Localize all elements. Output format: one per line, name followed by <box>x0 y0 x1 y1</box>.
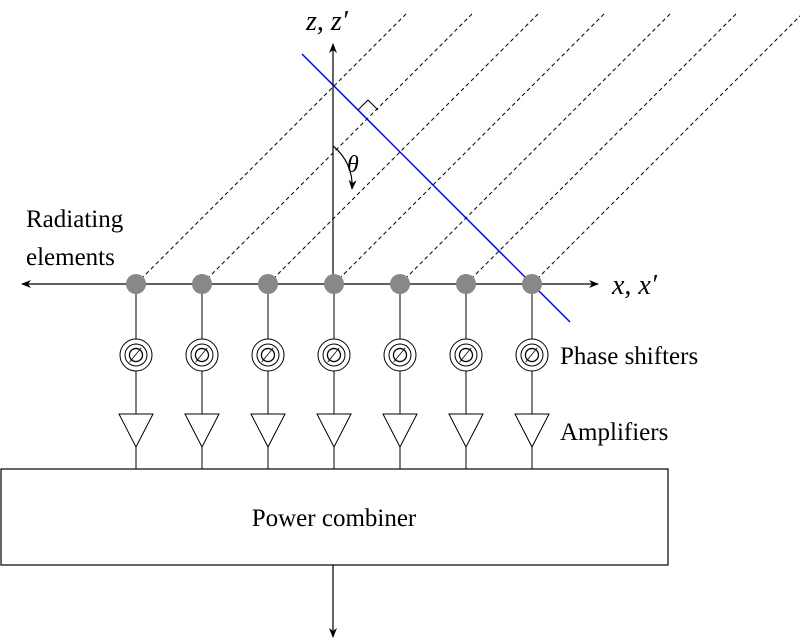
amplifier-triangle <box>316 413 352 449</box>
amplifier-triangle <box>382 413 418 449</box>
phase-shifter-symbol: ∅ <box>325 345 342 367</box>
radiating-element <box>126 274 146 294</box>
amplifier-triangle <box>250 413 286 449</box>
phase-shifter-symbol: ∅ <box>193 345 210 367</box>
theta-arc <box>332 145 357 190</box>
incoming-ray <box>333 13 605 285</box>
radiating-element <box>456 274 476 294</box>
radiating-elements-label-line2: elements <box>26 244 115 271</box>
right-angle-marker <box>357 99 379 111</box>
radiating-element <box>324 274 344 294</box>
incoming-ray <box>399 13 671 285</box>
phase-shifter: ∅ <box>515 338 549 372</box>
element-column: ∅ <box>184 274 220 469</box>
radiating-element <box>390 274 410 294</box>
amplifier-triangle <box>514 413 550 449</box>
phase-shifter-symbol: ∅ <box>457 345 474 367</box>
phase-shifter-symbol: ∅ <box>127 345 144 367</box>
phase-shifters-label: Phase shifters <box>560 343 698 370</box>
phase-shifter: ∅ <box>449 338 483 372</box>
radiating-element <box>192 274 212 294</box>
incoming-rays <box>135 13 800 285</box>
amplifier-triangle <box>448 413 484 449</box>
z-axis-label: z, z′ <box>305 6 349 37</box>
incoming-ray <box>135 13 407 285</box>
incoming-ray <box>531 15 800 285</box>
phase-shifter: ∅ <box>185 338 219 372</box>
element-column: ∅ <box>382 274 418 469</box>
element-columns: ∅ ∅ ∅ ∅ ∅ ∅ ∅ <box>118 274 550 469</box>
theta-label: θ <box>347 152 359 178</box>
power-combiner-label: Power combiner <box>252 505 417 532</box>
phase-shifter: ∅ <box>251 338 285 372</box>
element-column: ∅ <box>250 274 286 469</box>
phase-shifter-symbol: ∅ <box>523 345 540 367</box>
incoming-ray <box>465 13 737 285</box>
phase-shifter: ∅ <box>119 338 153 372</box>
radiating-element <box>522 274 542 294</box>
x-axis-label: x, x′ <box>611 270 658 301</box>
radiating-elements-label-line1: Radiating <box>26 206 124 233</box>
incoming-ray <box>267 13 539 285</box>
element-column: ∅ <box>448 274 484 469</box>
element-column: ∅ <box>514 274 550 469</box>
phase-shifter-symbol: ∅ <box>391 345 408 367</box>
radiating-element <box>258 274 278 294</box>
amplifier-triangle <box>184 413 220 449</box>
amplifiers-label: Amplifiers <box>560 419 668 446</box>
phase-shifter: ∅ <box>317 338 351 372</box>
phase-shifter: ∅ <box>383 338 417 372</box>
amplifier-triangle <box>118 413 154 449</box>
element-column: ∅ <box>118 274 154 469</box>
power-combiner-box <box>0 468 669 566</box>
phase-shifter-symbol: ∅ <box>259 345 276 367</box>
element-column: ∅ <box>316 274 352 469</box>
